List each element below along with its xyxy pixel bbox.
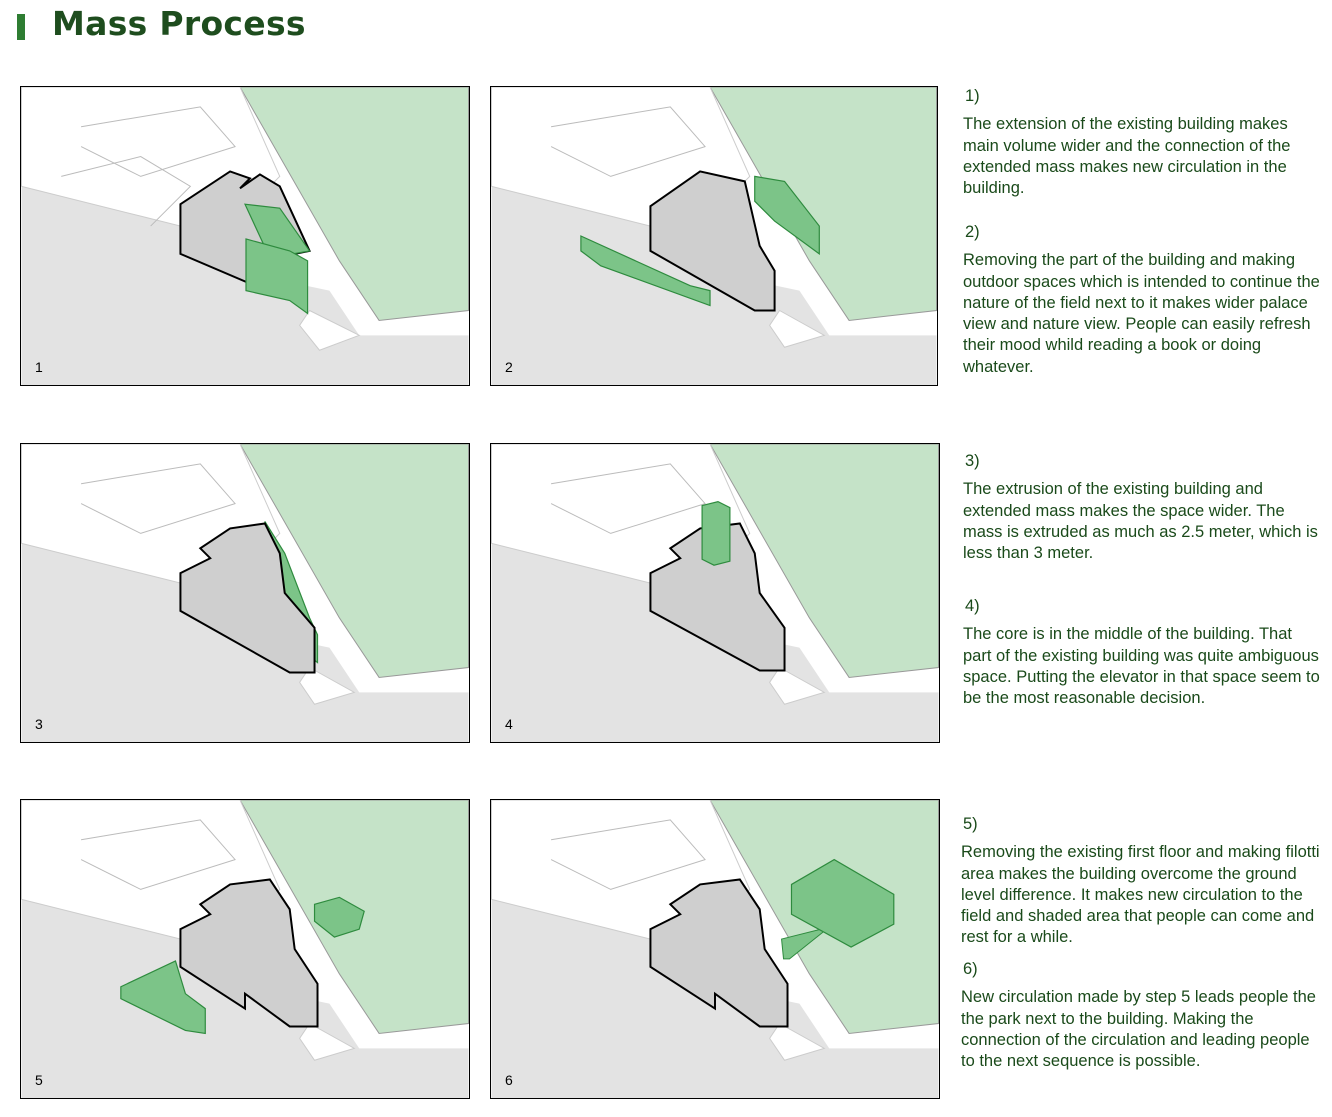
note-5: 5) Removing the existing first floor and…	[961, 814, 1321, 949]
note-number: 3)	[965, 452, 980, 470]
note-number: 5)	[963, 815, 978, 833]
note-4: 4) The core is in the middle of the buil…	[963, 596, 1323, 709]
title-accent-bar	[17, 14, 25, 40]
note-number: 4)	[965, 597, 980, 615]
note-text: The extrusion of the existing building a…	[963, 480, 1318, 563]
note-3: 3) The extrusion of the existing buildin…	[963, 451, 1328, 564]
note-text: Removing the existing first floor and ma…	[961, 843, 1320, 947]
diagram-panel-1: 1	[20, 86, 470, 386]
panel-number: 5	[35, 1072, 43, 1088]
note-text: The extension of the existing building m…	[963, 115, 1291, 198]
diagram-panel-2: 2	[490, 86, 938, 386]
mass-diagram-2	[491, 87, 937, 385]
mass-diagram-4	[491, 444, 939, 742]
panel-number: 6	[505, 1072, 513, 1088]
diagram-panel-4: 4	[490, 443, 940, 743]
page-title: Mass Process	[52, 4, 306, 43]
mass-diagram-1	[21, 87, 469, 385]
panel-number: 2	[505, 359, 513, 375]
mass-diagram-5	[21, 800, 469, 1098]
note-2: 2) Removing the part of the building and…	[963, 222, 1325, 378]
note-6: 6) New circulation made by step 5 leads …	[961, 959, 1321, 1072]
note-number: 2)	[965, 223, 980, 241]
diagram-panel-5: 5	[20, 799, 470, 1099]
note-number: 1)	[965, 87, 980, 105]
note-text: Removing the part of the building and ma…	[963, 251, 1320, 376]
panel-number: 3	[35, 716, 43, 732]
panel-number: 1	[35, 359, 43, 375]
note-1: 1) The extension of the existing buildin…	[963, 86, 1323, 199]
diagram-panel-3: 3	[20, 443, 470, 743]
panel-number: 4	[505, 716, 513, 732]
note-text: The core is in the middle of the buildin…	[963, 625, 1320, 708]
mass-diagram-3	[21, 444, 469, 742]
note-number: 6)	[963, 960, 978, 978]
diagram-panel-6: 6	[490, 799, 940, 1099]
note-text: New circulation made by step 5 leads peo…	[961, 988, 1316, 1071]
mass-diagram-6	[491, 800, 939, 1098]
